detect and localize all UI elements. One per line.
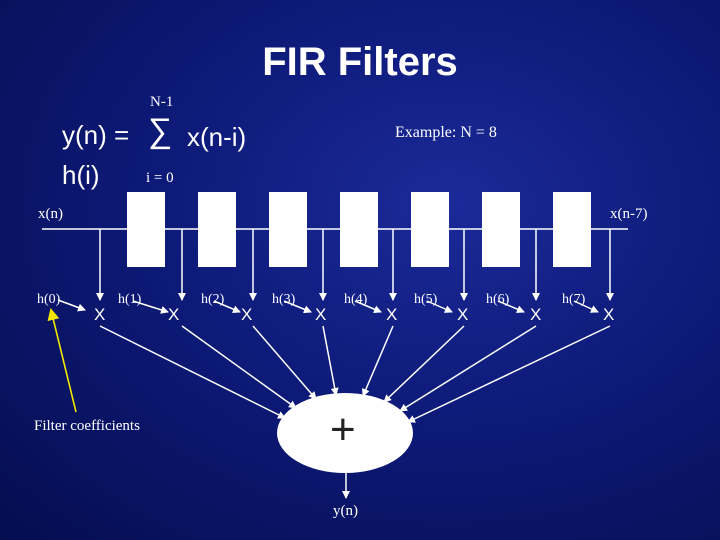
output-label: y(n) [333,503,358,519]
sum-line-5 [383,325,465,403]
coef-arrow-3 [283,300,312,314]
equation-h-term: h(i) [62,160,100,190]
adder-plus: + [330,405,356,454]
coef-arrow-2 [213,300,241,313]
sum-line-3 [322,325,339,396]
coef-label-6: h(6) [486,292,510,307]
coef-label-3: h(3) [272,292,296,307]
input-label: x(n) [38,206,63,222]
sum-symbol: ∑ [148,112,173,150]
multiplier-7: X [603,305,615,324]
delay-block-2 [198,192,236,267]
multiplier-3: X [315,305,327,324]
delay-block-1 [127,192,165,267]
sum-upper-limit: N-1 [150,94,174,110]
coef-label-4: h(4) [344,292,368,307]
sum-lower-limit: i = 0 [146,170,174,186]
sum-line-6 [399,325,537,412]
annotation-arrow [47,308,77,413]
multiplier-1: X [168,305,180,324]
coef-label-0: h(0) [37,292,61,307]
coef-arrow-6 [497,300,525,313]
coef-arrow-7 [573,300,599,313]
adder-ellipse [277,393,413,473]
multiplier-5: X [457,305,469,324]
coef-arrow-4 [354,300,382,313]
multiplier-2: X [241,305,253,324]
delayed-output-label: x(n-7) [610,206,648,222]
sum-line-2 [252,325,317,400]
coef-label-2: h(2) [201,292,225,307]
slide-title: FIR Filters [262,40,458,84]
sum-line-4 [362,325,394,397]
equation-term: x(n-i) [187,122,247,152]
delay-block-7 [553,192,591,267]
coef-arrow-1 [132,300,169,314]
sum-line-0 [99,325,286,419]
multiplier-6: X [530,305,542,324]
sum-line-7 [407,325,611,423]
delay-block-3 [269,192,307,267]
delay-block-5 [411,192,449,267]
coef-label-5: h(5) [414,292,438,307]
coef-arrow-0 [57,299,86,312]
equation-lhs: y(n) = [62,120,130,150]
multiplier-4: X [386,305,398,324]
coef-label-1: h(1) [118,292,142,307]
multiplier-0: X [94,305,106,324]
delay-block-4 [340,192,378,267]
sum-line-1 [181,325,297,409]
coef-label-7: h(7) [562,292,586,307]
filter-coefficients-annotation: Filter coefficients [34,418,140,434]
coef-arrow-5 [426,300,453,313]
delay-block-6 [482,192,520,267]
example-label: Example: N = 8 [395,124,497,141]
